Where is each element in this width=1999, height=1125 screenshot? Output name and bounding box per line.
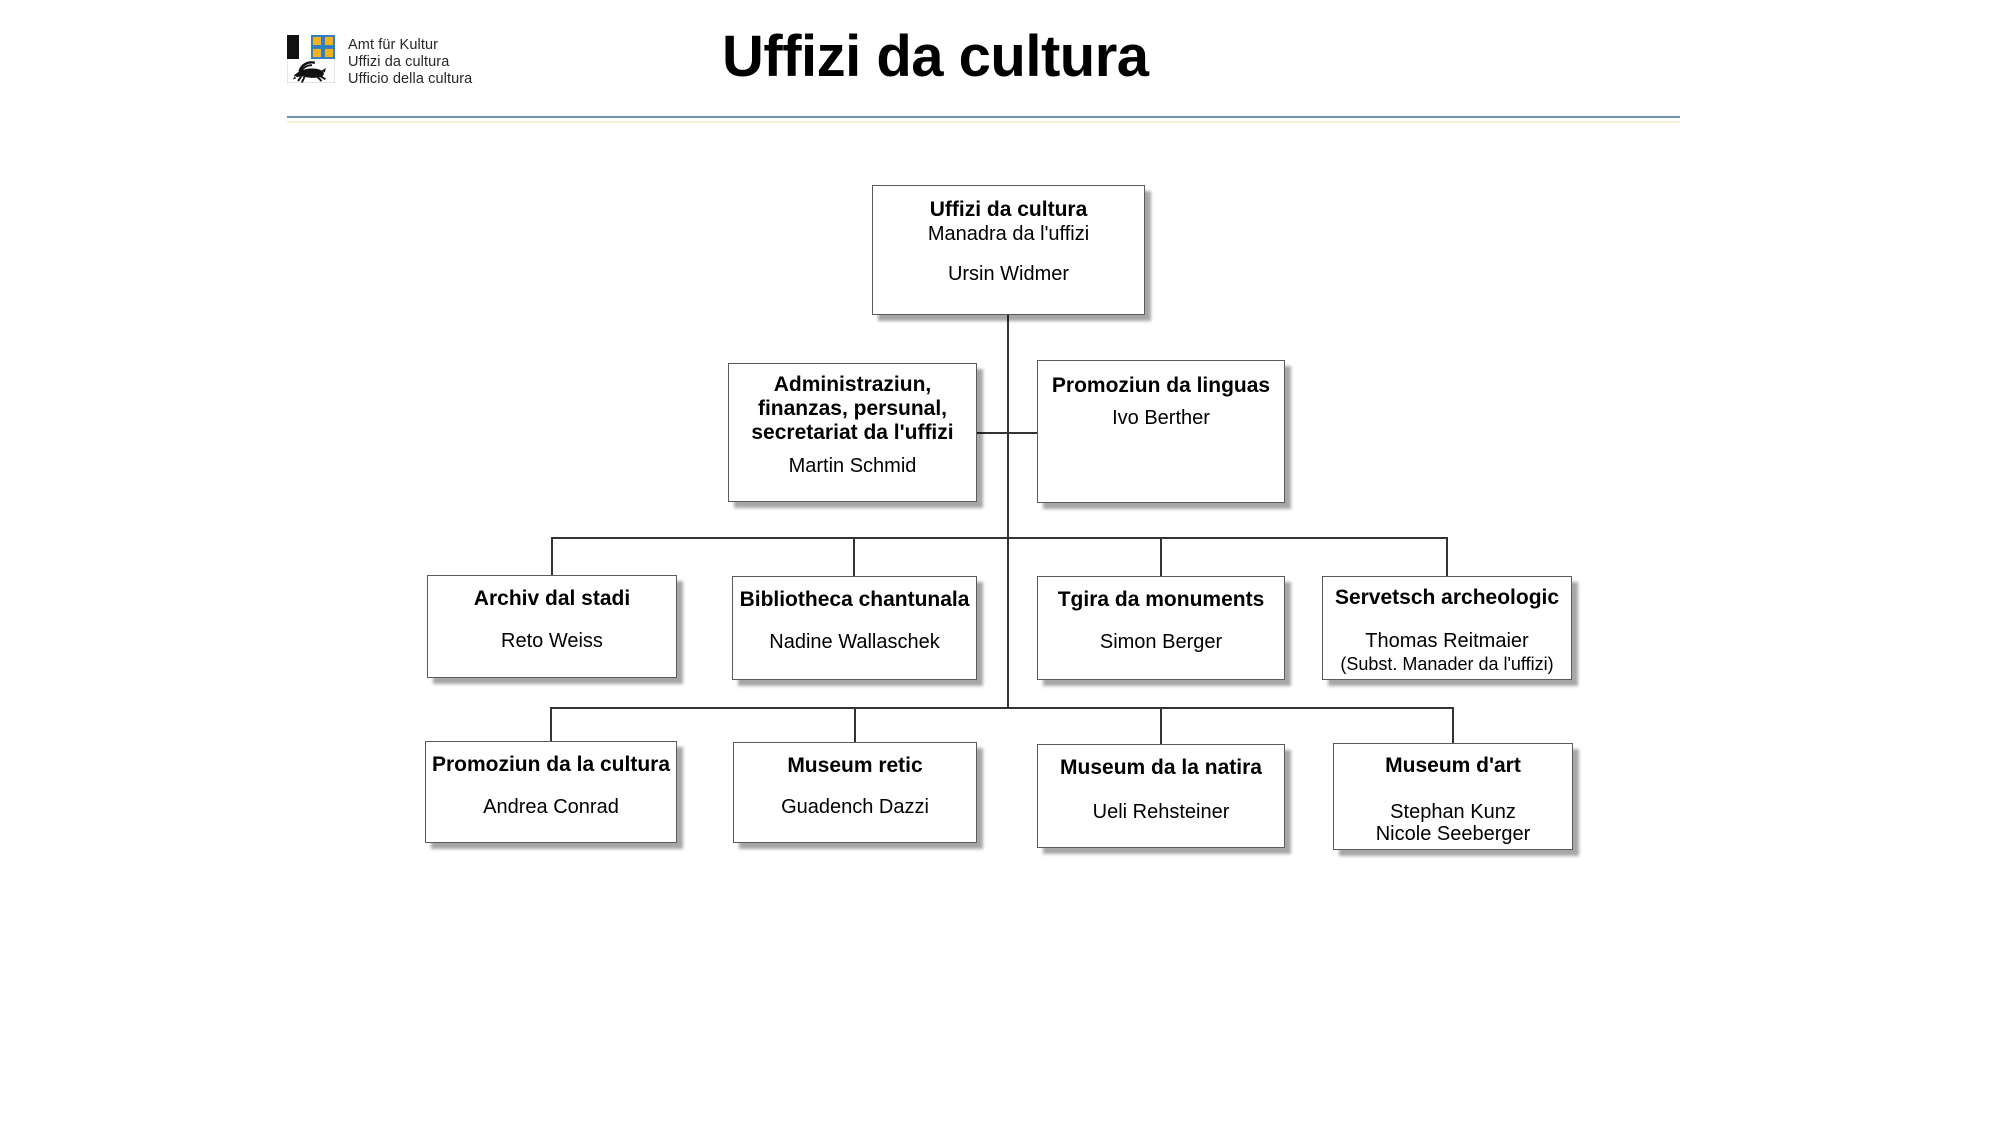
node-person: Thomas Reitmaier xyxy=(1365,630,1529,652)
node-title: Museum retic xyxy=(787,754,923,777)
node-title: Tgira da monuments xyxy=(1057,588,1265,611)
node-person: Martin Schmid xyxy=(788,455,917,477)
connector-drop-prom-cultura xyxy=(550,707,552,743)
connector-drop-servetsch xyxy=(1446,537,1448,577)
org-node-administraziun: Administraziun, finanzas, persunal, secr… xyxy=(728,363,977,502)
coat-of-arms-icon xyxy=(287,35,335,83)
node-person: Nadine Wallaschek xyxy=(769,631,940,653)
node-person: Ueli Rehsteiner xyxy=(1092,801,1230,823)
org-node-promoziun-da-la-cultura: Promoziun da la cultura Andrea Conrad xyxy=(425,741,677,843)
node-person: Ivo Berther xyxy=(1112,407,1210,429)
node-title: Museum d'art xyxy=(1385,754,1521,777)
connector-level4-bar xyxy=(550,707,1454,709)
header-rule xyxy=(287,116,1680,118)
node-person: Reto Weiss xyxy=(501,630,603,652)
connector-drop-archiv xyxy=(551,537,553,577)
connector-trunk xyxy=(1007,315,1009,709)
connector-drop-museum-dart xyxy=(1452,707,1454,744)
org-node-uffizi-da-cultura: Uffizi da cultura Manadra da l'uffizi Ur… xyxy=(872,185,1145,315)
node-title: Promoziun da la cultura xyxy=(431,753,671,776)
connector-drop-museum-retic xyxy=(854,707,856,743)
logo-line-de: Amt für Kultur xyxy=(348,37,439,53)
node-title: Museum da la natira xyxy=(1060,756,1262,779)
node-person: Stephan Kunz xyxy=(1390,801,1516,823)
node-title: Administraziun, finanzas, persunal, secr… xyxy=(751,373,954,444)
node-title: Promoziun da linguas xyxy=(1051,374,1271,397)
connector-level2-horizontal xyxy=(977,432,1037,434)
org-node-museum-retic: Museum retic Guadench Dazzi xyxy=(733,742,977,843)
logo-line-rm: Uffizi da cultura xyxy=(348,54,450,70)
node-note: (Subst. Manader da l'uffizi) xyxy=(1340,654,1554,674)
graubuenden-coat-of-arms-logo xyxy=(287,35,335,83)
node-title: Servetsch archeologic xyxy=(1334,586,1560,609)
node-person: Guadench Dazzi xyxy=(781,796,929,818)
connector-drop-museum-natira xyxy=(1160,707,1162,745)
logo-line-it: Ufficio della cultura xyxy=(348,71,473,87)
connector-drop-tgira xyxy=(1160,537,1162,577)
org-node-bibliotheca-chantunala: Bibliotheca chantunala Nadine Wallaschek xyxy=(732,576,977,680)
ibex-icon xyxy=(292,61,326,83)
org-node-archiv-dal-stadi: Archiv dal stadi Reto Weiss xyxy=(427,575,677,678)
logo-wordmark: Amt für Kultur Uffizi da cultura Ufficio… xyxy=(348,37,472,88)
node-person-2: Nicole Seeberger xyxy=(1375,823,1531,845)
node-subtitle: Manadra da l'uffizi xyxy=(927,223,1090,245)
org-node-museum-dart: Museum d'art Stephan Kunz Nicole Seeberg… xyxy=(1333,743,1573,850)
node-person: Ursin Widmer xyxy=(947,263,1070,285)
header-rule-accent xyxy=(287,121,1680,123)
connector-level3-bar xyxy=(551,537,1448,539)
connector-drop-bibliotheca xyxy=(853,537,855,577)
org-node-promoziun-da-linguas: Promoziun da linguas Ivo Berther xyxy=(1037,360,1285,503)
org-node-tgira-da-monuments: Tgira da monuments Simon Berger xyxy=(1037,576,1285,680)
node-title: Bibliotheca chantunala xyxy=(739,588,970,611)
org-node-servetsch-archeologic: Servetsch archeologic Thomas Reitmaier (… xyxy=(1322,576,1572,680)
page-title: Uffizi da cultura xyxy=(722,24,1149,89)
node-person: Andrea Conrad xyxy=(483,796,619,818)
node-title: Archiv dal stadi xyxy=(473,587,631,610)
node-person: Simon Berger xyxy=(1099,631,1223,653)
org-node-museum-da-la-natira: Museum da la natira Ueli Rehsteiner xyxy=(1037,744,1285,848)
node-title: Uffizi da cultura xyxy=(929,198,1088,221)
